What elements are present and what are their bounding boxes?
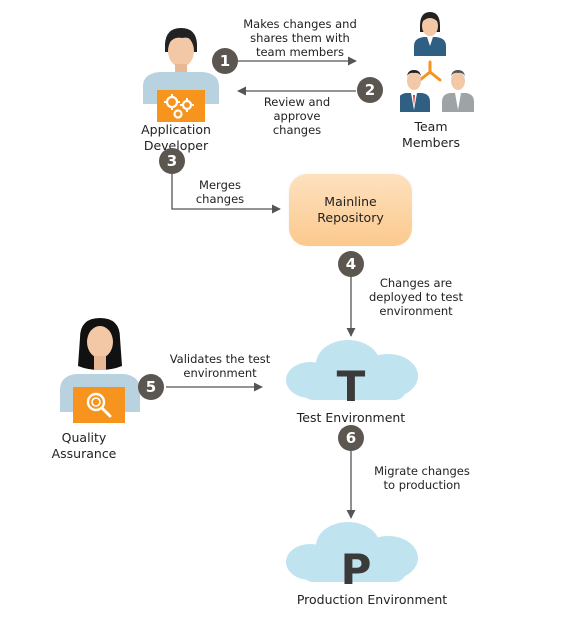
step-5-text: Validates the test environment	[169, 352, 271, 380]
step-3-text: Merges changes	[195, 178, 245, 206]
step-2-text: Review and approve changes	[263, 95, 331, 137]
mainline-repository-box: Mainline Repository	[289, 174, 412, 246]
qa-label: Quality Assurance	[51, 430, 117, 461]
step-2-badge: 2	[357, 77, 383, 103]
arrow-3	[171, 172, 281, 214]
step-4-text: Changes are deployed to test environment	[368, 276, 464, 318]
test-env-label: Test Environment	[296, 410, 406, 425]
test-env-letter: T	[336, 362, 366, 411]
magnifier-icon	[73, 387, 125, 423]
step-1-text: Makes changes and shares them with team …	[243, 17, 357, 59]
prod-env-letter: P	[340, 545, 372, 594]
team-label: Team Members	[402, 119, 460, 150]
step-4-badge: 4	[338, 251, 364, 277]
repository-label: Mainline Repository	[317, 194, 384, 225]
developer-label: Application Developer	[141, 122, 211, 153]
prod-cloud-icon	[286, 522, 418, 582]
step-1-badge: 1	[212, 48, 238, 74]
step-6-badge: 6	[338, 425, 364, 451]
test-cloud-icon	[286, 340, 418, 400]
step-6-text: Migrate changes to production	[374, 464, 470, 492]
gears-icon	[157, 90, 205, 122]
step-5-badge: 5	[138, 374, 164, 400]
prod-env-label: Production Environment	[296, 592, 448, 607]
step-3-badge: 3	[159, 148, 185, 174]
team-people-icon	[400, 12, 474, 112]
